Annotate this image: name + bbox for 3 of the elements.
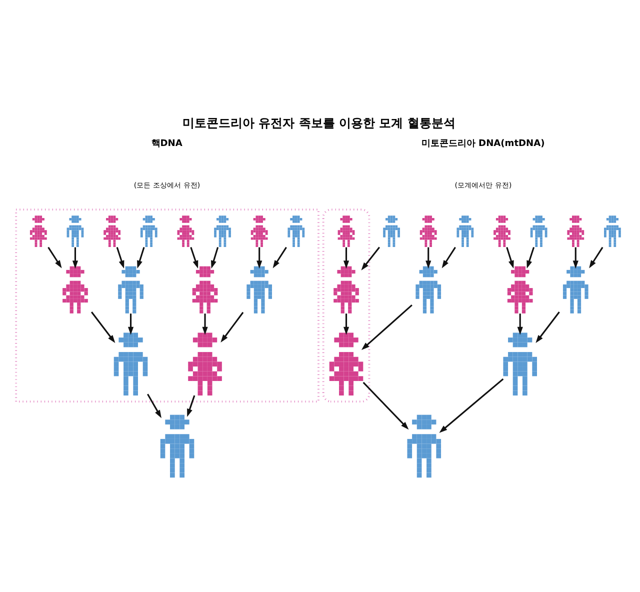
- diagram-title: 미토콘드리아 유전자 족보를 이용한 모계 혈통분석: [182, 115, 456, 130]
- label: 미토콘드리아 DNA(mtDNA): [421, 138, 545, 148]
- label: 핵DNA: [151, 138, 182, 148]
